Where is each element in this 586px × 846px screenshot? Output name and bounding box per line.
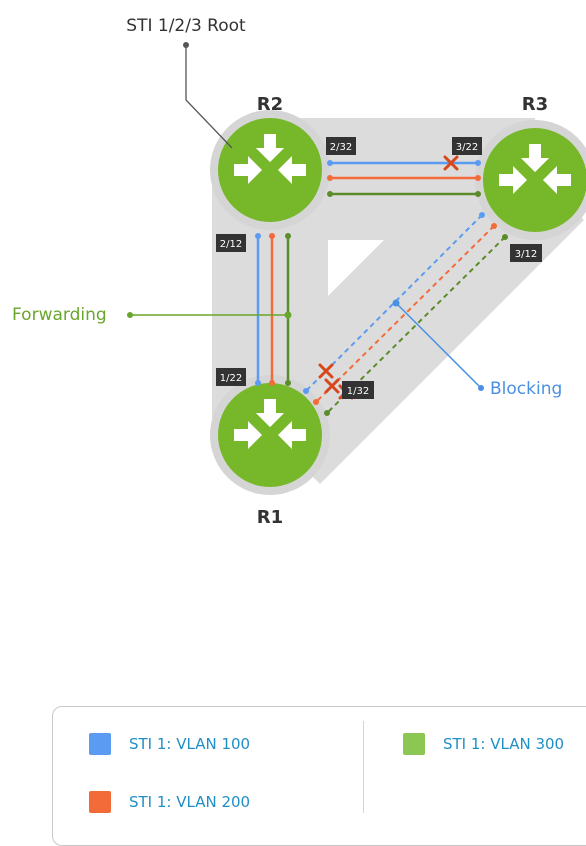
port-label-r3-r1-r1side: 1/32 [342,381,374,399]
links-r2-r3 [327,160,481,197]
legend-swatch [89,791,111,813]
legend-swatch [403,733,425,755]
blocked-x-icon [324,378,340,394]
port-label-r3-r1-r3side: 3/12 [510,244,542,262]
router-r2[interactable] [210,110,330,230]
legend-item-vlan200: STI 1: VLAN 200 [89,791,250,813]
router-label-r1: R1 [257,507,283,528]
router-r3[interactable] [475,120,586,240]
root-callout-line [185,45,233,149]
link-r3-r1-vlan100 [305,214,483,392]
router-label-r2: R2 [257,94,283,115]
legend-swatch [89,733,111,755]
port-label-r2-r1-r1side: 1/22 [216,368,246,386]
port-label-r2-r3-r2side: 2/32 [326,137,356,155]
legend-divider [363,721,364,813]
blocked-x-icon [443,155,459,171]
router-arrows-icon [234,399,306,449]
port-label-r2-r1-r2side: 2/12 [216,234,246,252]
svg-text:2/12: 2/12 [220,239,242,250]
legend: STI 1: VLAN 100 STI 1: VLAN 200 STI 1: V… [52,706,586,846]
link-r3-r1-vlan200 [315,225,495,403]
blocking-callout-line [395,302,482,389]
svg-text:3/22: 3/22 [456,142,478,153]
router-arrows-icon [234,134,306,184]
legend-item-vlan300: STI 1: VLAN 300 [403,733,564,755]
svg-text:3/12: 3/12 [515,249,537,260]
svg-text:2/32: 2/32 [330,142,352,153]
root-callout-label: STI 1/2/3 Root [126,16,246,36]
port-label-r2-r3-r3side: 3/22 [452,137,482,155]
legend-label: STI 1: VLAN 100 [129,735,251,753]
svg-text:1/32: 1/32 [347,386,369,397]
blocked-x-icon [318,363,334,379]
root-callout-dot [183,42,189,48]
router-r1[interactable] [210,375,330,495]
svg-text:1/22: 1/22 [220,373,242,384]
forwarding-label: Forwarding [12,305,107,325]
legend-item-vlan100: STI 1: VLAN 100 [89,733,250,755]
router-arrows-icon [499,144,571,194]
legend-label: STI 1: VLAN 200 [129,793,251,811]
links-r2-r1 [255,233,291,386]
router-label-r3: R3 [522,94,548,115]
blocking-label: Blocking [490,379,562,399]
legend-label: STI 1: VLAN 300 [443,735,565,753]
